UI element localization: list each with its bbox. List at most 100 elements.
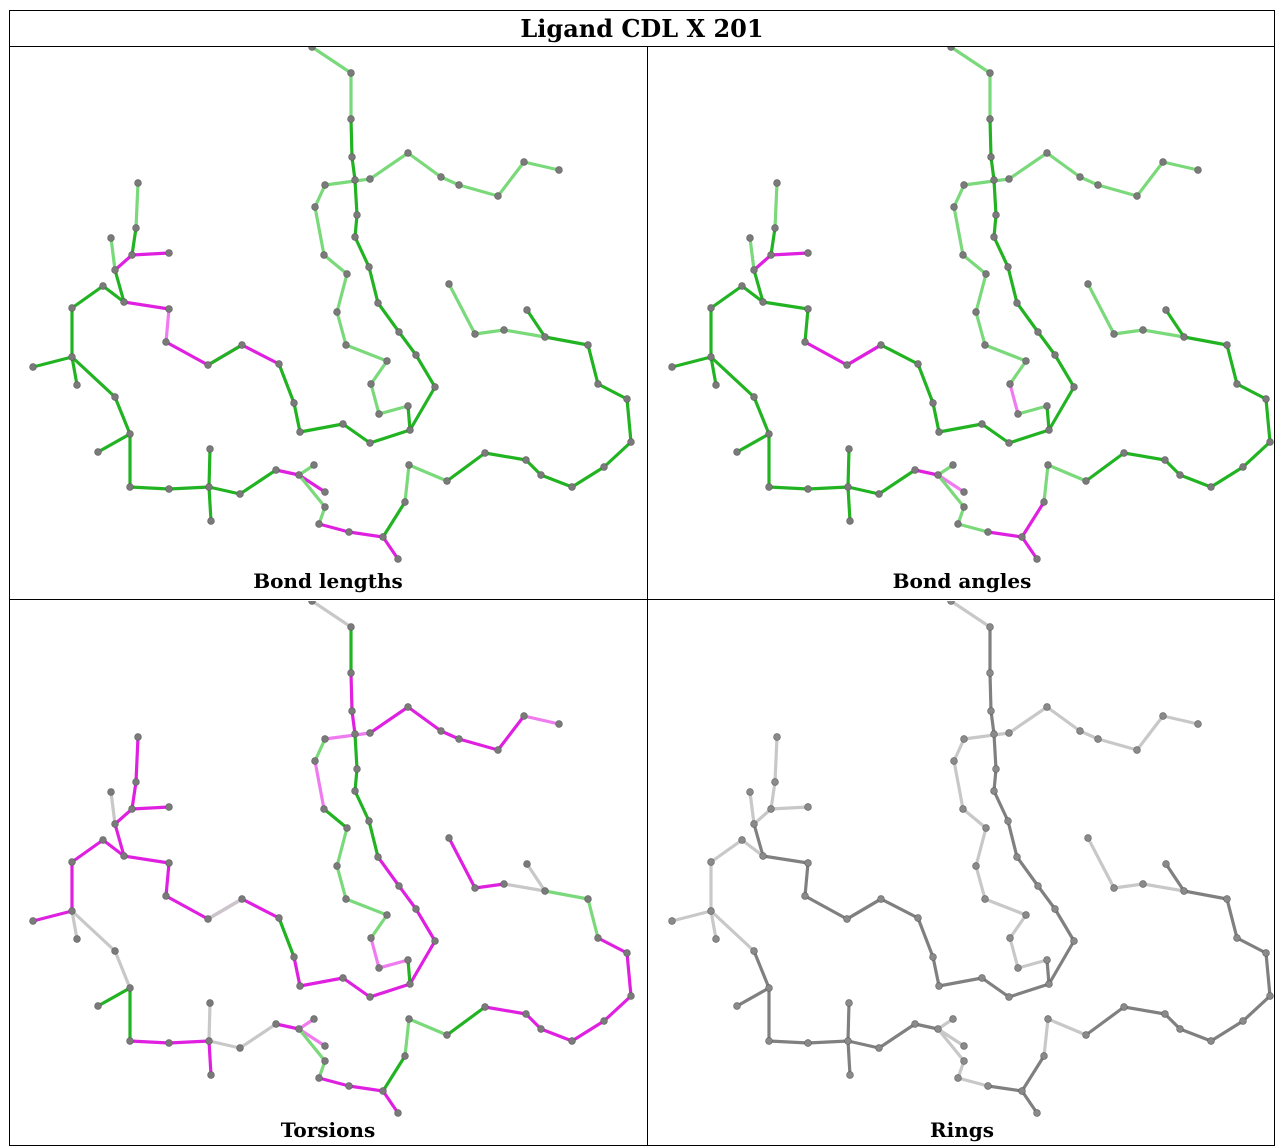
bond [341, 976, 372, 999]
bond [931, 955, 941, 988]
atom [375, 410, 383, 418]
panel-bond-angles: Bond angles [649, 47, 1275, 598]
atom [959, 805, 967, 813]
atom [987, 153, 995, 161]
bond [761, 854, 810, 865]
caption-rings: Rings [929, 1118, 994, 1142]
atom [1266, 992, 1274, 1000]
atom [383, 357, 391, 365]
atom [1162, 860, 1170, 868]
atom [1094, 735, 1102, 743]
atom [767, 805, 775, 813]
bond [207, 485, 242, 496]
atom [395, 882, 403, 890]
bond [539, 473, 574, 489]
bond [992, 235, 1010, 269]
atom [437, 173, 445, 181]
atom [934, 1025, 942, 1033]
atom [471, 884, 479, 892]
bond [369, 913, 389, 940]
bond [207, 485, 213, 523]
atom [733, 1002, 741, 1010]
atom [981, 895, 989, 903]
bond [1096, 737, 1139, 752]
bond [344, 343, 389, 363]
atom [845, 999, 853, 1007]
bond [543, 889, 590, 901]
atom [345, 528, 353, 536]
caption-bond-angles: Bond angles [892, 569, 1032, 593]
bond [367, 819, 380, 859]
atom [351, 787, 359, 795]
atom [982, 270, 990, 278]
bond [310, 47, 353, 75]
bond [349, 671, 354, 713]
atom [310, 1015, 318, 1023]
atom [541, 887, 549, 895]
atom [1120, 1003, 1128, 1011]
bond [238, 468, 278, 496]
bond [473, 328, 506, 336]
bond [1122, 451, 1167, 462]
atom [1207, 1037, 1215, 1045]
bond [625, 397, 633, 444]
atom [875, 1044, 883, 1052]
bond [369, 359, 389, 386]
atom [804, 305, 812, 313]
atom [1005, 729, 1013, 737]
bond [70, 909, 117, 953]
bond [1209, 465, 1245, 489]
atom [759, 298, 767, 306]
atom [984, 1082, 992, 1090]
atom [162, 892, 170, 900]
atom [1262, 949, 1270, 957]
bond [769, 780, 777, 811]
atom [877, 895, 885, 903]
bond [109, 790, 117, 826]
atom [320, 805, 328, 813]
bond [445, 451, 487, 483]
atom [401, 1052, 409, 1060]
bond [1112, 882, 1145, 890]
atom [207, 517, 215, 525]
bond [134, 181, 140, 230]
bond [347, 1084, 385, 1093]
bond [96, 986, 132, 1008]
bond [761, 300, 810, 311]
bond [769, 251, 810, 257]
atom [165, 1039, 173, 1047]
atom [321, 1042, 329, 1050]
bond [1161, 714, 1200, 726]
atom [445, 280, 453, 288]
atom [311, 757, 319, 765]
atom [339, 420, 347, 428]
atom [746, 788, 754, 796]
bond [1141, 882, 1186, 893]
atom [1139, 326, 1147, 334]
atom [320, 251, 328, 259]
atom [205, 483, 213, 491]
atom [759, 852, 767, 860]
bond [496, 714, 526, 752]
atom [404, 703, 412, 711]
atom [960, 1042, 968, 1050]
atom [165, 485, 173, 493]
bond [586, 343, 600, 386]
bond [803, 861, 810, 898]
atom [801, 892, 809, 900]
panel-torsions: Torsions [10, 601, 646, 1146]
atom [406, 426, 414, 434]
atom [126, 1037, 134, 1045]
bond [1047, 939, 1076, 986]
atom [990, 233, 998, 241]
atom [333, 308, 341, 316]
atom [500, 880, 508, 888]
bond [130, 226, 138, 257]
bond [709, 355, 756, 399]
bond [1084, 1005, 1126, 1037]
bond [1161, 160, 1200, 172]
bond [369, 382, 381, 416]
bond [992, 178, 998, 217]
atom [804, 485, 812, 493]
bond [397, 330, 418, 357]
